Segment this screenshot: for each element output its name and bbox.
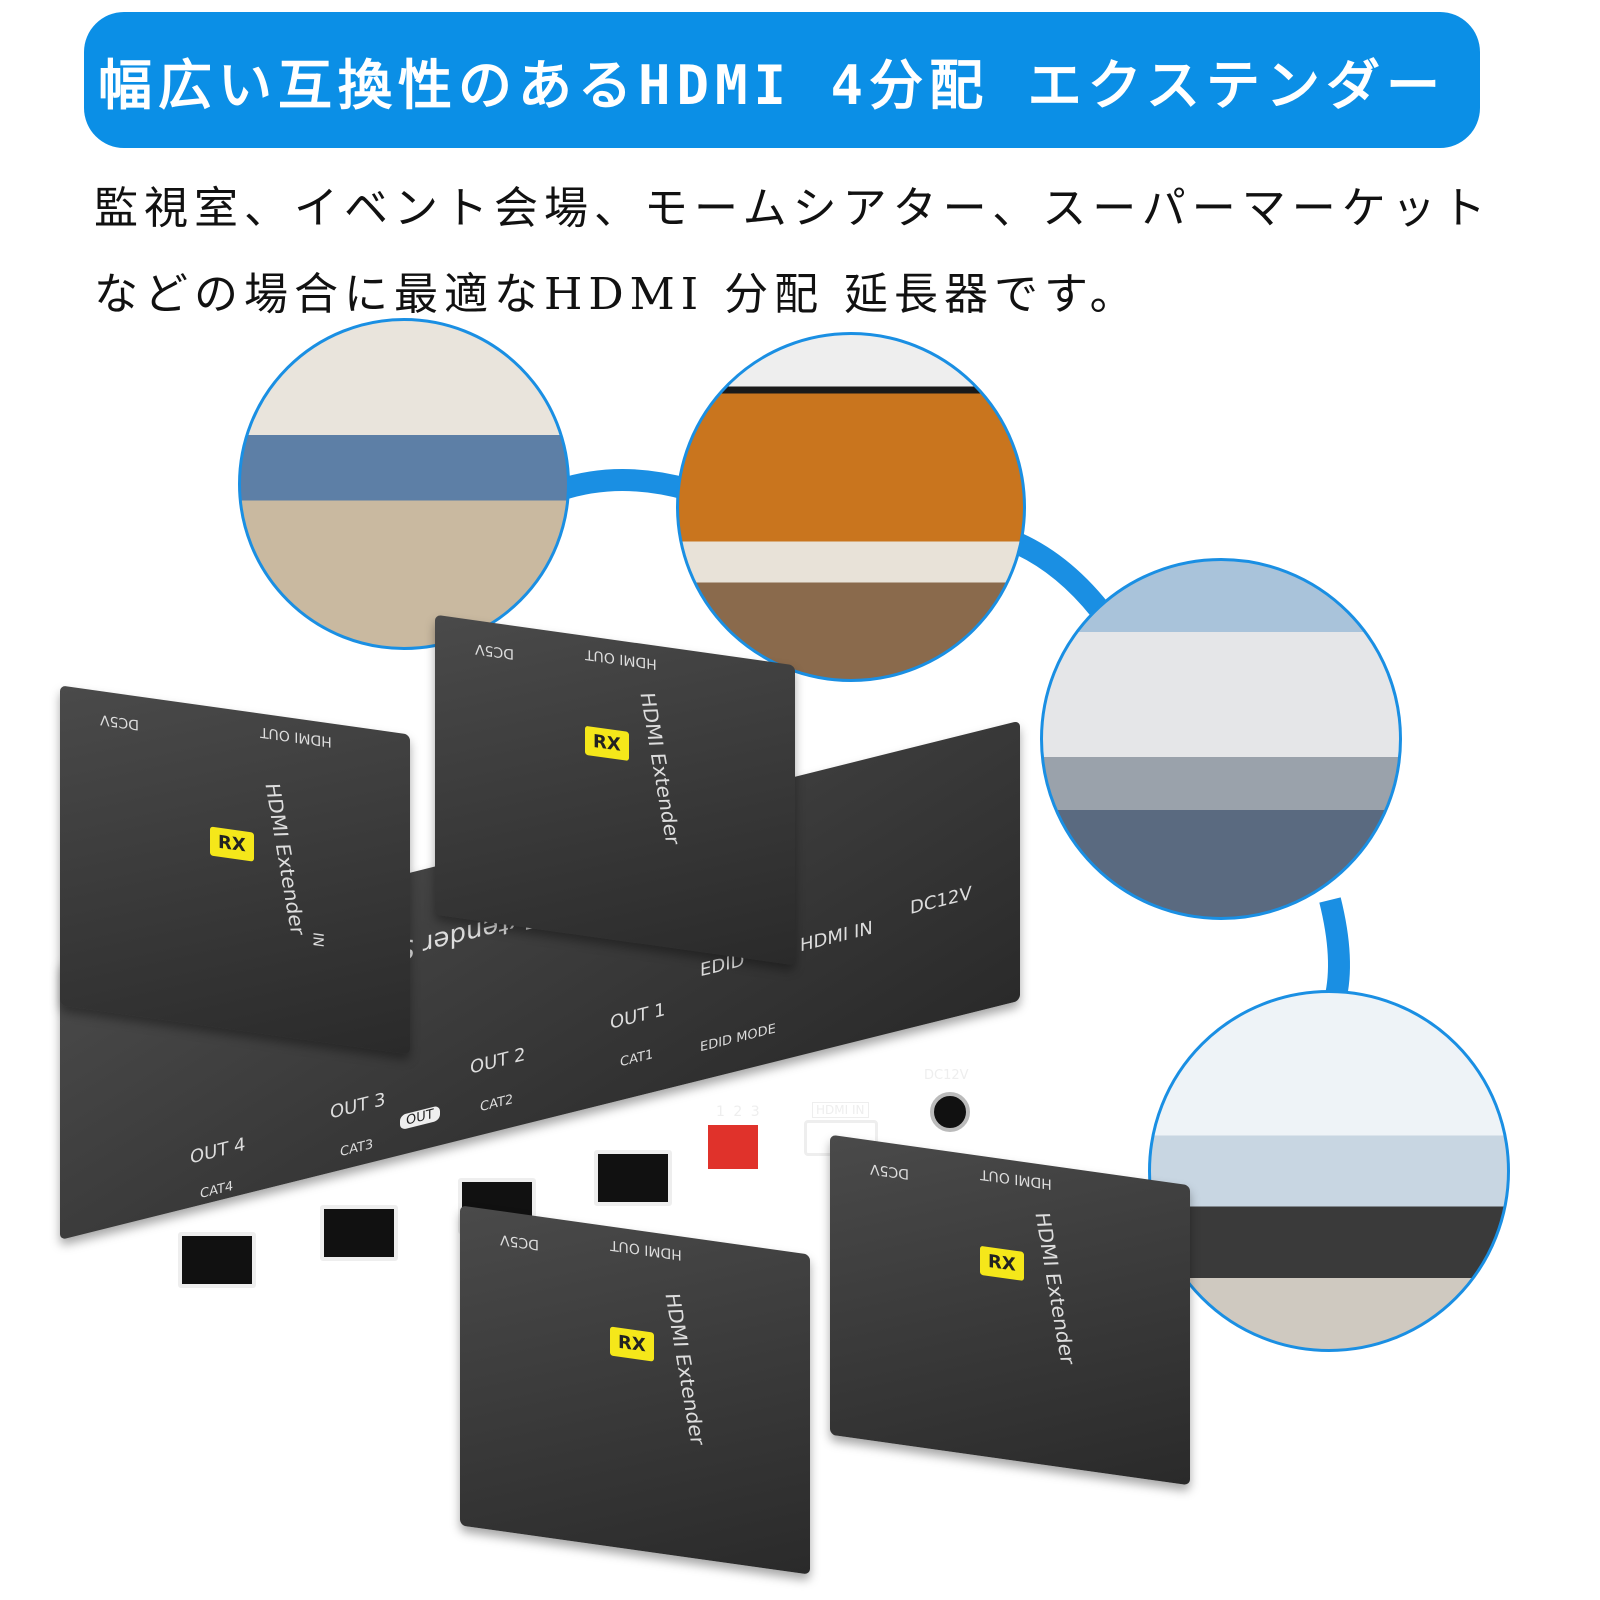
receiver-name: HDMI Extender (1030, 1212, 1081, 1365)
hdmi-out-label: HDMI OUT (610, 1236, 682, 1263)
receiver-name: HDMI Extender (660, 1292, 711, 1446)
dc5v-label: DC5V (500, 1231, 540, 1253)
description-line-2: などの場合に最適なHDMI 分配 延長器です。 (94, 269, 1140, 320)
dip-switch-numbers: 1 2 3 (716, 1104, 762, 1120)
out-group-label: OUT (400, 1105, 440, 1131)
cat2-label: CAT2 (480, 1092, 514, 1116)
out-2-label: OUT 2 (470, 1043, 526, 1079)
receiver-name: HDMI Extender (260, 782, 311, 936)
dc12v-port-label: DC12V (924, 1068, 969, 1083)
scene-conference-room (1148, 990, 1510, 1352)
scene-living-room-tv (676, 332, 1026, 682)
receiver-name: HDMI Extender (635, 692, 686, 845)
dc5v-label: DC5V (475, 640, 515, 662)
description-line-1: 監視室、イベント会場、モームシアター、スーパーマーケット (94, 183, 1492, 234)
out-3-label: OUT 3 (330, 1088, 386, 1124)
cat4-port[interactable] (178, 1232, 256, 1288)
edid-dip-switch[interactable] (708, 1125, 758, 1169)
cat1-port[interactable] (594, 1150, 672, 1206)
scene-home-theater (1040, 558, 1402, 920)
dc5v-label: DC5V (870, 1160, 910, 1182)
dc5v-label: DC5V (100, 711, 140, 733)
rx-badge: RX (210, 826, 254, 862)
receiver-4: HDMI OUT DC5V HDMI Extender RX (830, 1134, 1190, 1486)
dc12v-port[interactable] (930, 1092, 970, 1132)
out-4-label: OUT 4 (190, 1133, 246, 1169)
title: 幅広い互換性のあるHDMI 4分配 エクステンダー (98, 53, 1446, 117)
out-1-label: OUT 1 (610, 999, 666, 1034)
edid-mode-label: EDID MODE (700, 1021, 776, 1056)
scene-control-room (238, 318, 570, 650)
in-label: IN (309, 931, 326, 948)
hdmi-in-port-label: HDMI IN (812, 1102, 869, 1118)
hdmi-out-label: HDMI OUT (260, 723, 332, 750)
dc-label: DC12V (910, 882, 972, 920)
cat1-label: CAT1 (620, 1047, 654, 1071)
title-banner: 幅広い互換性のあるHDMI 4分配 エクステンダー (84, 12, 1480, 148)
cat3-label: CAT3 (340, 1136, 374, 1161)
rx-badge: RX (980, 1245, 1024, 1281)
cat3-port[interactable] (320, 1205, 398, 1261)
receiver-1: HDMI OUT DC5V HDMI Extender RX IN (60, 685, 410, 1055)
rx-badge: RX (610, 1326, 654, 1362)
hdmi-out-label: HDMI OUT (585, 645, 657, 672)
hdmi-out-label: HDMI OUT (980, 1165, 1052, 1192)
rx-badge: RX (585, 725, 629, 761)
receiver-2: HDMI OUT DC5V HDMI Extender RX (435, 614, 795, 966)
hdmi-in-label: HDMI IN (800, 917, 873, 957)
receiver-3: HDMI OUT DC5V HDMI Extender RX (460, 1205, 810, 1575)
